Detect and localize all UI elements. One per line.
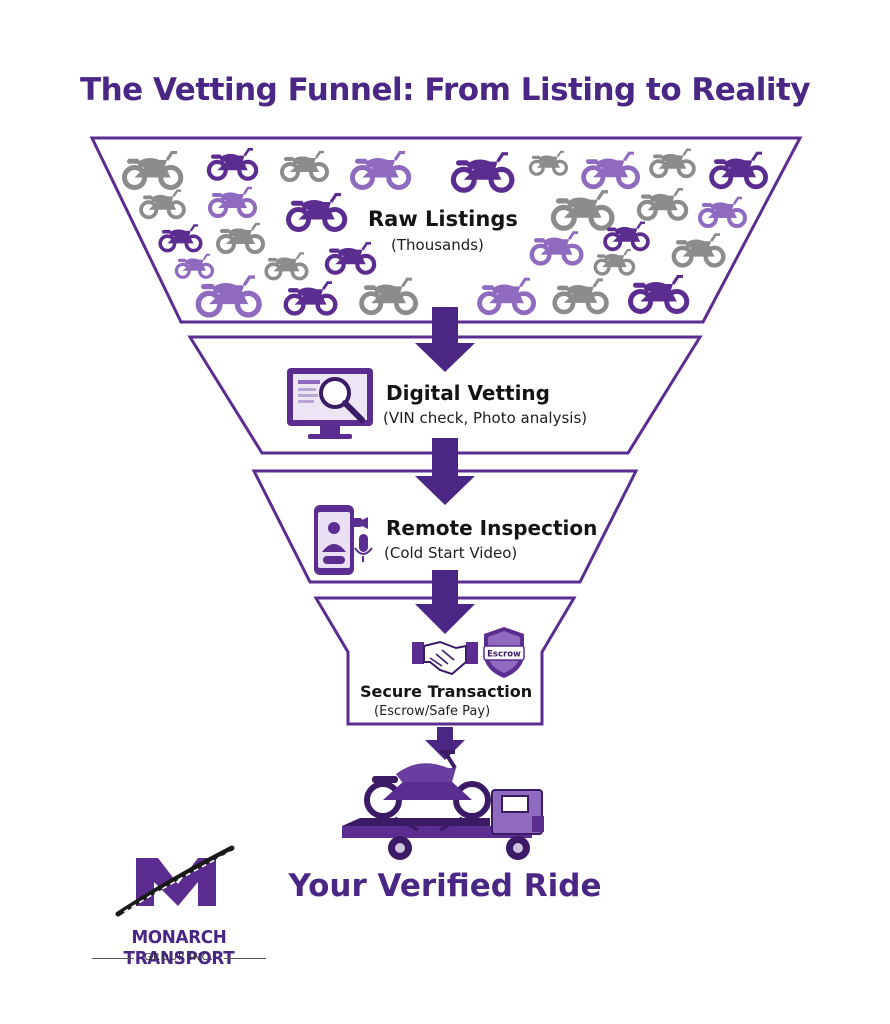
stage-subtitle: (VIN check, Photo analysis) [383, 409, 588, 427]
final-label: Your Verified Ride [288, 868, 602, 904]
arrow-down-icon [415, 570, 475, 634]
escrow-badge-label: Escrow [487, 650, 521, 660]
logo-name: MONARCH TRANSPORT [123, 927, 235, 969]
monitor-magnifier-icon [287, 368, 373, 439]
phone-video-call-icon [314, 505, 373, 575]
escrow-shield-icon: Escrow [483, 627, 525, 678]
monarch-logo-mark [115, 845, 235, 917]
stage-title: Raw Listings [368, 207, 518, 231]
logo-divider [92, 958, 134, 959]
motorcycle-icon [364, 750, 491, 832]
stage-subtitle: (Escrow/Safe Pay) [374, 704, 491, 719]
arrow-down-icon [415, 438, 475, 505]
arrow-down-icon [415, 307, 475, 372]
stage-title: Digital Vetting [386, 381, 550, 405]
stage-title: Secure Transaction [360, 682, 533, 701]
handshake-icon [412, 640, 478, 676]
logo-divider [224, 958, 266, 959]
stage-subtitle: (Thousands) [391, 236, 484, 254]
logo-subtitle: GROUP INC. [144, 952, 214, 963]
stage-title: Remote Inspection [386, 516, 598, 540]
tow-truck-icon [342, 750, 544, 860]
page-title: The Vetting Funnel: From Listing to Real… [79, 72, 811, 108]
stage-subtitle: (Cold Start Video) [384, 544, 518, 562]
